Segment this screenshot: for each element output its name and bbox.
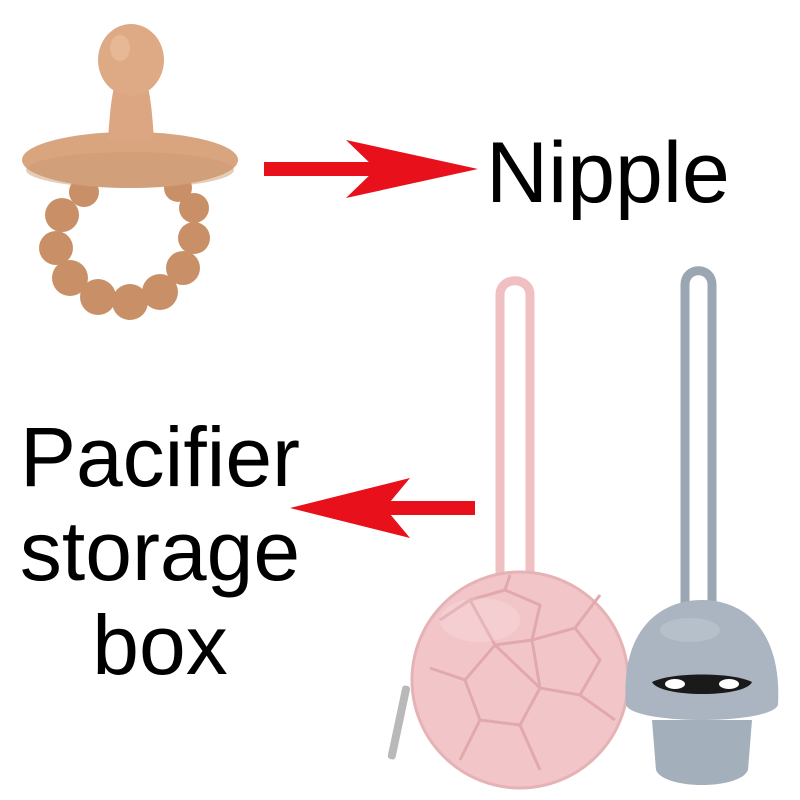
pink-case-image — [387, 276, 630, 790]
nipple-label: Nipple — [486, 125, 730, 221]
storage-label-line-1: Pacifier — [19, 410, 301, 504]
gray-case-cap — [625, 600, 779, 720]
storage-label-line-2: storage — [19, 504, 301, 598]
teether-ring — [39, 174, 210, 320]
arrow-left — [290, 478, 475, 538]
gray-case-image — [625, 266, 779, 785]
pacifier-image — [22, 24, 238, 320]
gray-case-base — [652, 720, 752, 785]
pink-ball-case — [412, 572, 628, 788]
pacifier-storage-box-label: Pacifier storage box — [0, 410, 320, 692]
arrow-right — [264, 140, 478, 198]
storage-label-line-3: box — [92, 598, 228, 692]
zipper-pull — [387, 685, 411, 760]
